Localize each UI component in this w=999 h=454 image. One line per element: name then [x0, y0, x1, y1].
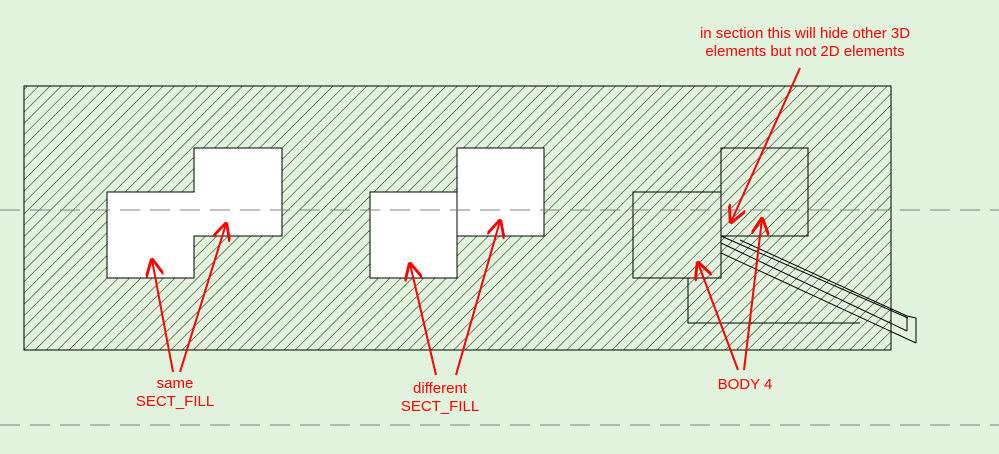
- label-text: SECT_FILL: [400, 398, 480, 415]
- label-same-sect-fill: same SECT_FILL: [110, 375, 240, 411]
- label-text: different: [413, 380, 467, 397]
- label-text: BODY 4: [717, 376, 773, 393]
- annotation-arrows: [152, 67, 801, 376]
- label-different-sect-fill: different SECT_FILL: [375, 380, 505, 416]
- label-text: SECT_FILL: [135, 393, 215, 410]
- label-body4: BODY 4: [680, 376, 810, 394]
- left-cutout: [106, 147, 283, 279]
- label-text: elements but not 2D elements: [705, 43, 905, 60]
- middle-cutout-left: [369, 191, 458, 279]
- label-section-note: in section this will hide other 3D eleme…: [660, 25, 950, 61]
- label-text: same: [156, 375, 194, 392]
- label-text: in section this will hide other 3D: [699, 25, 911, 42]
